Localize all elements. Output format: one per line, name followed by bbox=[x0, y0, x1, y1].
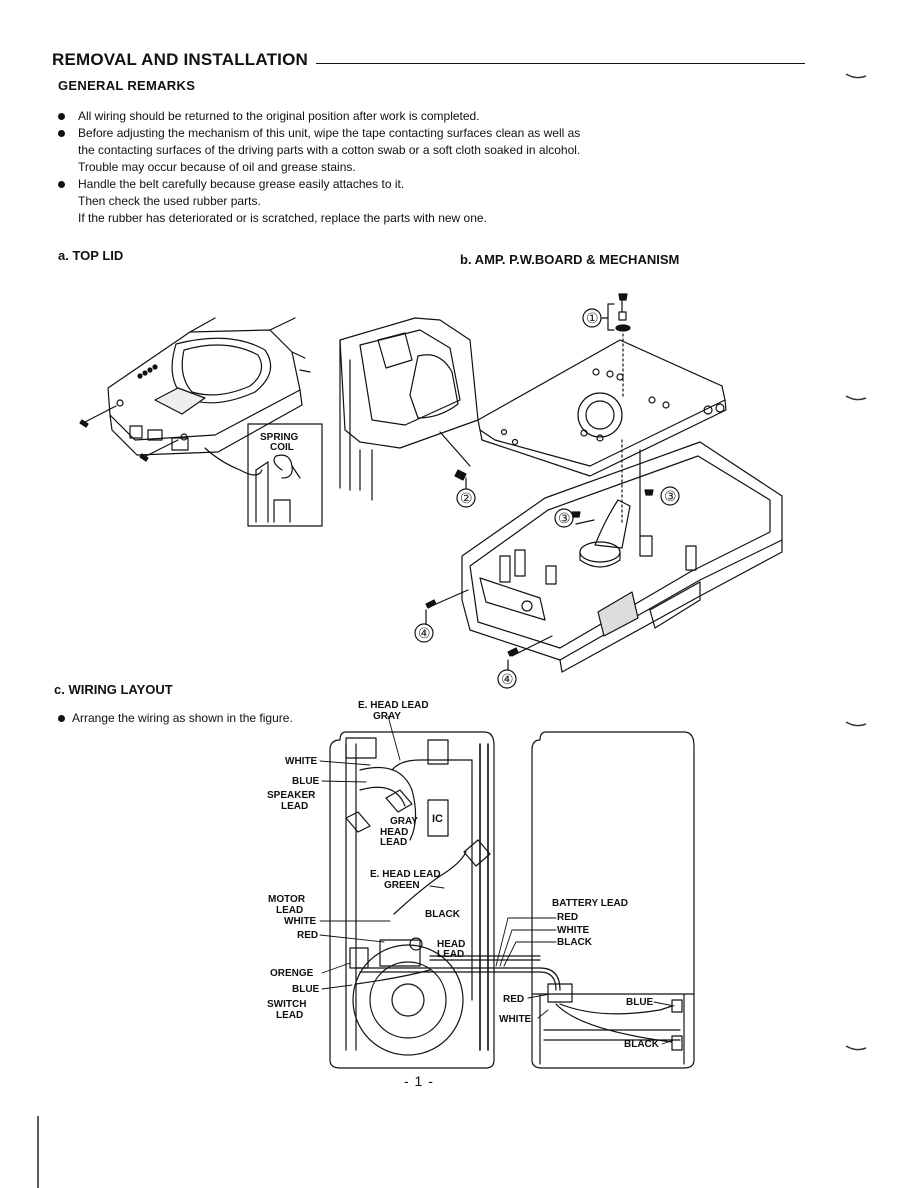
remark-line: the contacting surfaces of the driving p… bbox=[78, 143, 581, 157]
callout-2: ② bbox=[460, 490, 473, 506]
top-lid-illustration bbox=[79, 317, 311, 476]
motor-red-label: RED bbox=[297, 930, 319, 941]
mechanism-illustration bbox=[339, 317, 783, 673]
label-leaders bbox=[319, 715, 675, 1045]
general-remarks-list: All wiring should be returned to the ori… bbox=[56, 108, 756, 227]
wiring-left-panel bbox=[329, 731, 541, 1069]
head-lead-label-2: LEAD bbox=[380, 837, 408, 848]
spring-coil-inset bbox=[247, 423, 323, 527]
e-head-lead-top-label: E. HEAD LEAD bbox=[358, 700, 429, 711]
spring-coil-label-line2: COIL bbox=[270, 442, 294, 453]
remark-line: Trouble may occur because of oil and gre… bbox=[78, 160, 356, 174]
head-lead-label-1: HEAD bbox=[380, 827, 409, 838]
remark-line: All wiring should be returned to the ori… bbox=[56, 108, 756, 125]
title-rule bbox=[316, 63, 805, 64]
remark-line: If the rubber has deteriorated or is scr… bbox=[78, 211, 487, 225]
section-b-heading: b. AMP. P.W.BOARD & MECHANISM bbox=[460, 252, 680, 267]
head-lead-label-4: LEAD bbox=[437, 949, 465, 960]
battery-black-label: BLACK bbox=[557, 937, 592, 948]
gray-top-label: GRAY bbox=[373, 711, 401, 722]
battery-lead-label: BATTERY LEAD bbox=[552, 898, 628, 909]
switch-lead-label-2: LEAD bbox=[276, 1010, 304, 1021]
section-c-heading: c. WIRING LAYOUT bbox=[54, 682, 173, 697]
motor-lead-label-1: MOTOR bbox=[268, 894, 306, 905]
general-remarks-heading: GENERAL REMARKS bbox=[58, 78, 196, 93]
remark-line: Then check the used rubber parts. bbox=[78, 194, 261, 208]
white-label: WHITE bbox=[285, 756, 318, 767]
callout-4b: ④ bbox=[501, 671, 514, 687]
page-title: REMOVAL AND INSTALLATION bbox=[52, 50, 309, 69]
right-white-label: WHITE bbox=[499, 1014, 532, 1025]
right-black-label: BLACK bbox=[624, 1039, 659, 1050]
orenge-label: ORENGE bbox=[270, 968, 314, 979]
switch-blue-label: BLUE bbox=[292, 984, 320, 995]
motor-lead-label-2: LEAD bbox=[276, 905, 304, 916]
speaker-lead-label-2: LEAD bbox=[281, 801, 309, 812]
gray-head-label: GRAY bbox=[390, 816, 418, 827]
page-number: - 1 - bbox=[404, 1073, 434, 1089]
motor-white-label: WHITE bbox=[284, 916, 317, 927]
e-head-lead-mid-label: E. HEAD LEAD bbox=[370, 869, 441, 880]
black-mid-label: BLACK bbox=[425, 909, 460, 920]
switch-lead-label-1: SWITCH bbox=[267, 999, 307, 1010]
remark-line: Before adjusting the mechanism of this u… bbox=[56, 125, 756, 142]
callout-3a: ③ bbox=[664, 488, 677, 504]
section-a-heading: a. TOP LID bbox=[58, 248, 124, 263]
right-blue-label: BLUE bbox=[626, 997, 654, 1008]
wiring-right-panel bbox=[531, 731, 695, 1069]
right-red-label: RED bbox=[503, 994, 525, 1005]
callout-3b: ③ bbox=[558, 510, 571, 526]
ic-label: IC bbox=[432, 813, 443, 825]
head-lead-label-3: HEAD bbox=[437, 939, 466, 950]
green-label: GREEN bbox=[384, 880, 420, 891]
callout-1: ① bbox=[586, 310, 599, 326]
blue-label: BLUE bbox=[292, 776, 320, 787]
speaker-lead-label-1: SPEAKER bbox=[267, 790, 316, 801]
callout-4a: ④ bbox=[418, 625, 431, 641]
battery-white-label: WHITE bbox=[557, 925, 590, 936]
spring-coil-label-line1: SPRING bbox=[260, 432, 299, 443]
battery-red-label: RED bbox=[557, 912, 579, 923]
remark-line: Handle the belt carefully because grease… bbox=[56, 176, 756, 193]
callout-screws bbox=[414, 293, 680, 689]
wiring-note: Arrange the wiring as shown in the figur… bbox=[56, 711, 293, 725]
